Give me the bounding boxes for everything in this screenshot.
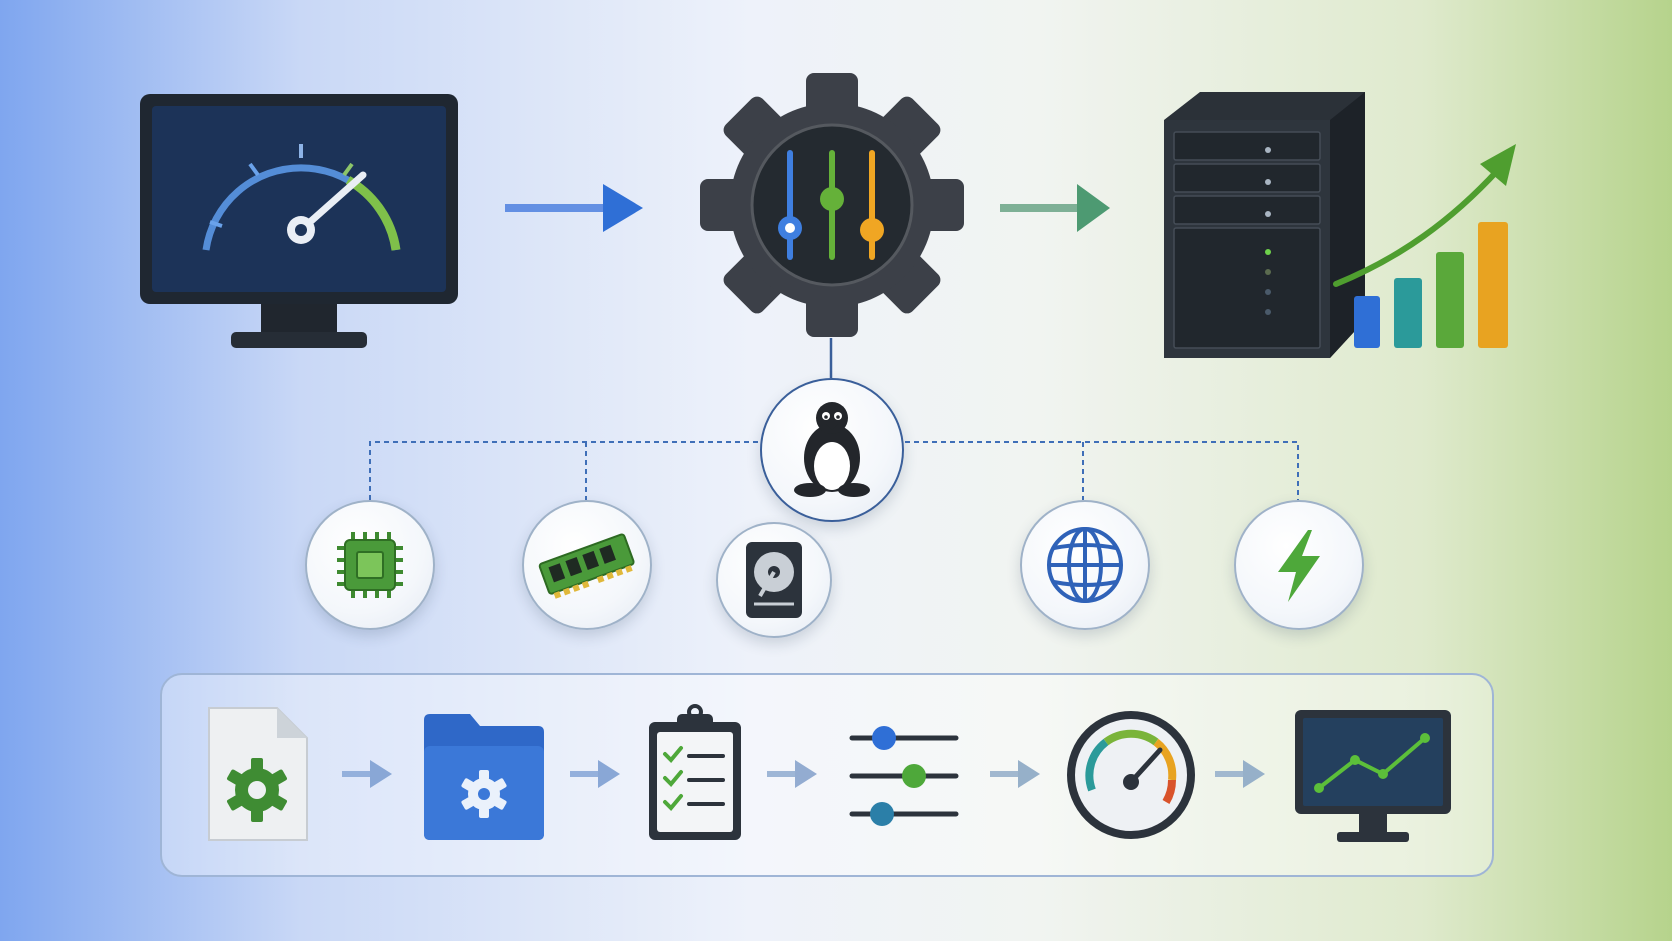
arrow-monitor-to-gear bbox=[505, 184, 643, 232]
config-file-icon bbox=[205, 704, 311, 844]
ram-module-icon bbox=[538, 533, 635, 599]
pipeline-arrows bbox=[342, 760, 1265, 788]
cpu-chip-icon bbox=[337, 532, 403, 598]
globe-icon bbox=[1047, 527, 1123, 603]
speed-gauge-icon bbox=[1066, 710, 1196, 840]
tux-penguin-icon bbox=[794, 402, 870, 497]
power-node bbox=[1234, 500, 1364, 630]
settings-folder-icon bbox=[420, 710, 548, 842]
resource-tree-lines bbox=[369, 441, 1299, 500]
settings-gear-icon bbox=[697, 70, 967, 340]
chart-monitor-icon bbox=[1293, 708, 1453, 848]
disk-node bbox=[716, 522, 832, 638]
pipeline-panel bbox=[160, 673, 1494, 877]
arrow-gear-to-server bbox=[1000, 184, 1110, 232]
cpu-node bbox=[305, 500, 435, 630]
linux-hub-node bbox=[760, 378, 904, 522]
server-growth-icon bbox=[1160, 88, 1520, 368]
monitor-speedometer-icon bbox=[138, 92, 460, 354]
hard-disk-icon bbox=[746, 542, 802, 618]
slider-controls-icon bbox=[848, 722, 960, 826]
checklist-icon bbox=[645, 704, 745, 844]
lightning-bolt-icon bbox=[1278, 530, 1320, 602]
ram-node bbox=[522, 500, 652, 630]
network-node bbox=[1020, 500, 1150, 630]
